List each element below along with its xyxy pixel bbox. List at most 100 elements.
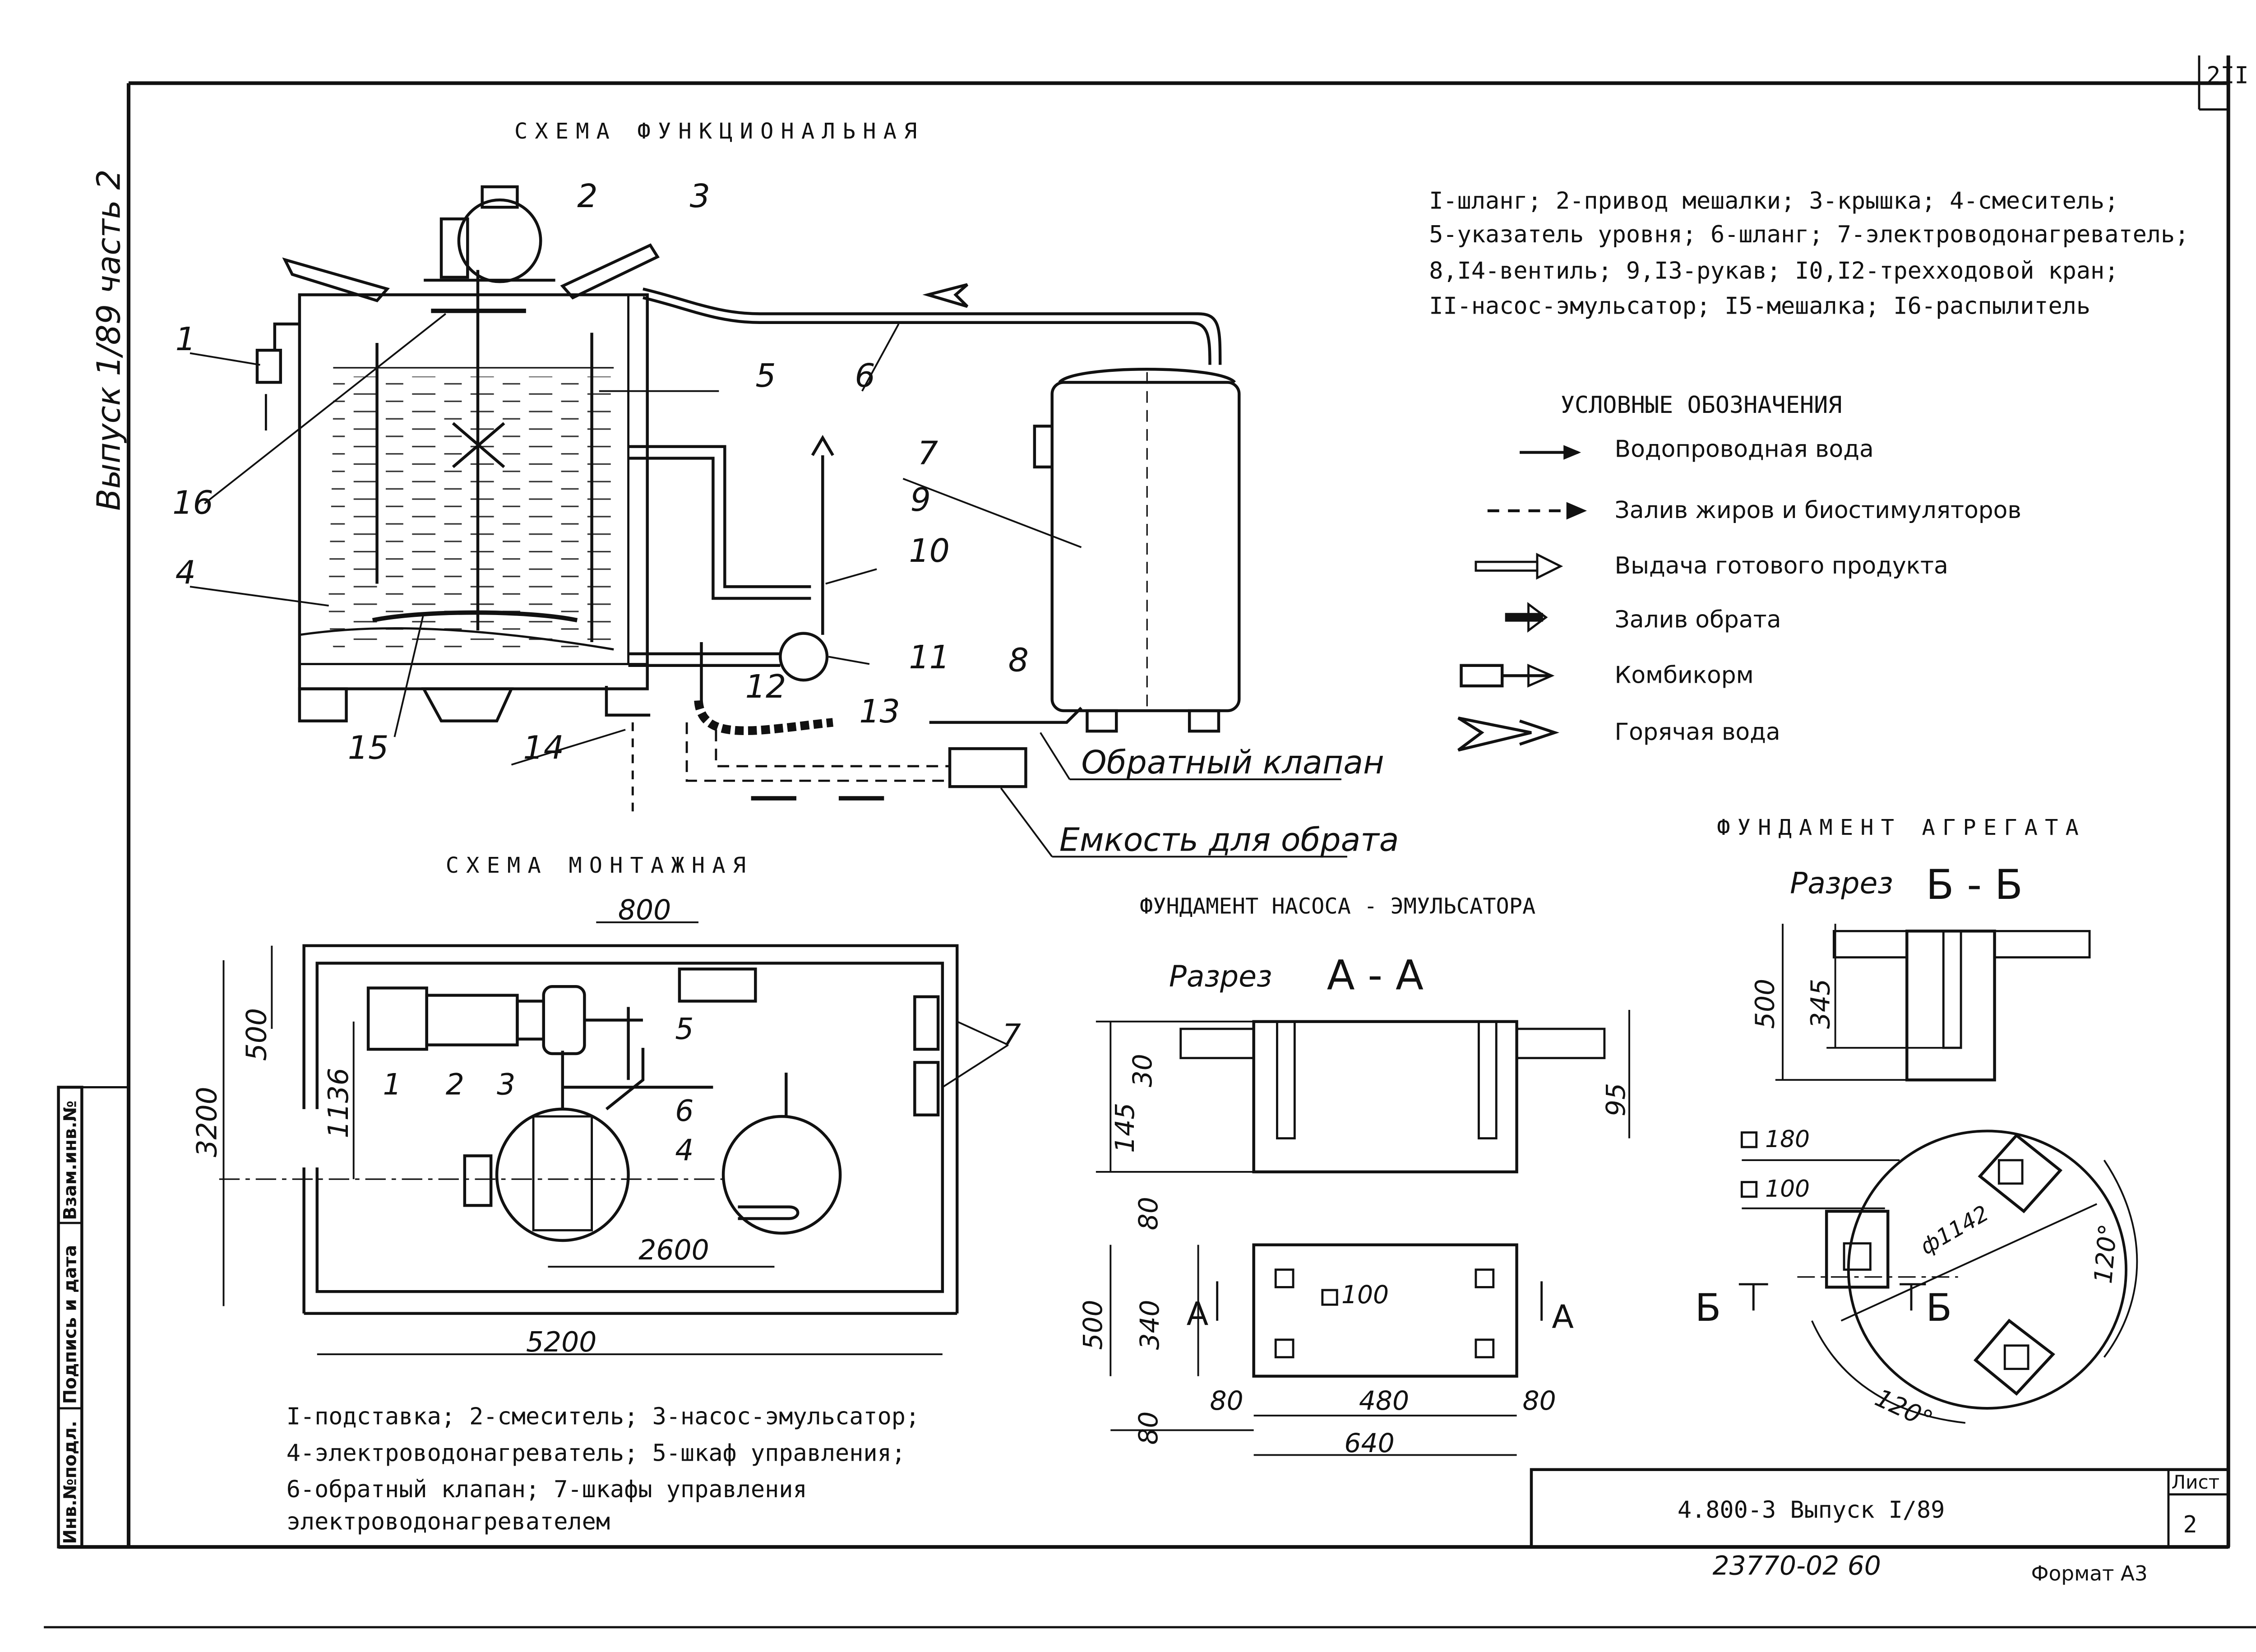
check-valve-label: Обратный клапан [1082, 744, 1384, 781]
sheet-label: Лист [2171, 1471, 2219, 1493]
montage-dim-1136: 1136 [323, 1068, 355, 1138]
montage-title: СХЕМА МОНТАЖНАЯ [446, 853, 753, 878]
callout-14: 14 [523, 729, 564, 767]
pump-foundation-dims: 145 30 95 80 500 340 80 80 480 80 640 10… [1077, 1054, 1631, 1458]
unit-plan-drawing [1738, 1129, 2138, 1424]
return-tank-label: Емкость для обрата [1059, 821, 1399, 859]
montage-callout-1: 1 [383, 1068, 401, 1102]
montage-dim-3200: 3200 [191, 1087, 223, 1157]
left-stamp [57, 1086, 129, 1549]
montage-legend-line-4: электроводонагревателем [287, 1508, 610, 1535]
callout-12: 12 [745, 668, 786, 705]
montage-legend-line-2: 4-электроводонагреватель; 5-шкаф управле… [287, 1439, 906, 1467]
pump-dim-500: 500 [1077, 1300, 1108, 1350]
symbol-label-2: Залив жиров и биостимуляторов [1615, 497, 2021, 524]
callout-8: 8 [1008, 642, 1029, 679]
pump-dim-340: 340 [1134, 1300, 1165, 1350]
montage-room [219, 921, 959, 1356]
callout-10: 10 [909, 532, 950, 569]
symbol-label-1: Водопроводная вода [1615, 435, 1874, 463]
callout-11: 11 [909, 639, 950, 676]
pump-dim-80-top: 80 [1133, 1197, 1164, 1230]
pump-dim-480: 480 [1359, 1385, 1409, 1416]
callout-3: 3 [690, 177, 710, 215]
montage-legend-line-3: 6-обратный клапан; 7-шкафы управления [287, 1476, 807, 1503]
mixer-tank [255, 185, 660, 722]
unit-cut-mark-left: Б [1695, 1286, 1721, 1330]
stamp-cell-inv: Инв.№подл. [60, 1421, 80, 1544]
pump-section-label: Разрез [1169, 960, 1272, 994]
montage-callout-4: 4 [675, 1134, 693, 1167]
pump-piping [605, 435, 1082, 818]
dashed-arrow-icon [1487, 502, 1587, 520]
pump-dim-145: 145 [1110, 1103, 1140, 1153]
stamp-cell-sign: Подпись и дата [60, 1245, 80, 1404]
montage-dim-500: 500 [240, 1008, 273, 1061]
symbol-label-4: Залив обрата [1615, 606, 1781, 634]
callout-15: 15 [348, 729, 389, 767]
bottom-code: 23770-02 60 [1713, 1550, 1881, 1581]
montage-dim-800: 800 [618, 894, 671, 926]
pump-dim-80-right: 80 [1523, 1385, 1556, 1416]
unit-cut-mark-right: Б [1926, 1286, 1952, 1330]
double-chevron-icon [1457, 717, 1560, 752]
pump-plan-drawing [1110, 1243, 1543, 1456]
water-heater [1033, 368, 1241, 733]
side-issue-label: Выпуск 1/89 часть 2 [90, 169, 128, 511]
callout-7: 7 [918, 434, 938, 472]
callout-13: 13 [859, 693, 900, 730]
symbol-label-3: Выдача готового продукта [1615, 552, 1948, 579]
unit-diameter: ф1142 [1916, 1201, 1993, 1260]
unit-dim-345: 345 [1805, 979, 1836, 1029]
pump-section-letters: А - А [1327, 952, 1424, 1000]
pump-dim-80-bottom: 80 [1133, 1411, 1164, 1445]
pump-hole-label: 100 [1341, 1280, 1389, 1309]
montage-dim-2600: 2600 [638, 1234, 709, 1266]
callout-1: 1 [176, 320, 196, 358]
pump-cut-mark-right: А [1552, 1298, 1574, 1336]
stamp-cell-replace: Взам.инв.№ [60, 1101, 80, 1220]
callout-5: 5 [755, 357, 776, 394]
functional-legend-line-4: II-насос-эмульсатор; I5-мешалка; I6-расп… [1429, 292, 2090, 319]
montage-dimensions: 800 500 3200 1136 2600 5200 [191, 894, 709, 1358]
montage-callout-5: 5 [675, 1013, 693, 1046]
format-label: Формат А3 [2031, 1562, 2148, 1586]
callout-leaders [190, 313, 1082, 766]
pump-foundation-title: ФУНДАМЕНТ НАСОСА - ЭМУЛЬСАТОРА [1140, 894, 1535, 919]
title-block [1530, 1468, 2230, 1549]
callout-2: 2 [577, 177, 597, 215]
callout-9: 9 [911, 481, 931, 518]
pump-dim-80-left: 80 [1210, 1385, 1243, 1416]
functional-legend-line-3: 8,I4-вентиль; 9,I3-рукав; I0,I2-трехходо… [1429, 258, 2118, 285]
hatched-arrow-icon [1475, 553, 1563, 580]
montage-callouts: 1 2 3 4 5 6 7 [383, 1013, 1021, 1167]
pump-dim-95: 95 [1600, 1083, 1631, 1116]
montage-callout-6: 6 [675, 1094, 693, 1128]
symbol-label-5: Комбикорм [1615, 662, 1754, 689]
unit-dim-500: 500 [1750, 979, 1780, 1029]
unit-angle-right: 120° [2089, 1223, 2122, 1285]
pump-dim-30: 30 [1127, 1054, 1158, 1087]
pump-cut-mark-left: А [1187, 1296, 1209, 1333]
doc-code: 4.800-3 Выпуск I/89 [1678, 1496, 1945, 1523]
unit-hole-180: 180 [1765, 1126, 1810, 1153]
montage-callout-2: 2 [446, 1068, 464, 1102]
callout-4: 4 [176, 554, 196, 592]
unit-hole-100: 100 [1765, 1175, 1810, 1203]
callout-16: 16 [172, 484, 213, 521]
box-arrow-icon [1460, 664, 1555, 688]
hot-water-direction-icon [922, 283, 969, 308]
montage-callout-3: 3 [497, 1068, 515, 1102]
unit-section-drawing [1775, 924, 2091, 1082]
unit-foundation-title: ФУНДАМЕНТ АГРЕГАТА [1717, 815, 2086, 840]
pump-dim-640: 640 [1344, 1428, 1394, 1458]
sheet-number: 2 [2183, 1511, 2197, 1538]
hot-water-hose [643, 283, 1222, 365]
pump-section-drawing [1096, 1009, 1630, 1174]
solid-arrow-icon [1520, 445, 1581, 460]
page-number: 2II [2206, 62, 2249, 89]
unit-section-letters: Б - Б [1926, 861, 2023, 909]
filled-open-arrow-icon [1505, 602, 1548, 633]
symbols-title: УСЛОВНЫЕ ОБОЗНАЧЕНИЯ [1561, 392, 1842, 419]
